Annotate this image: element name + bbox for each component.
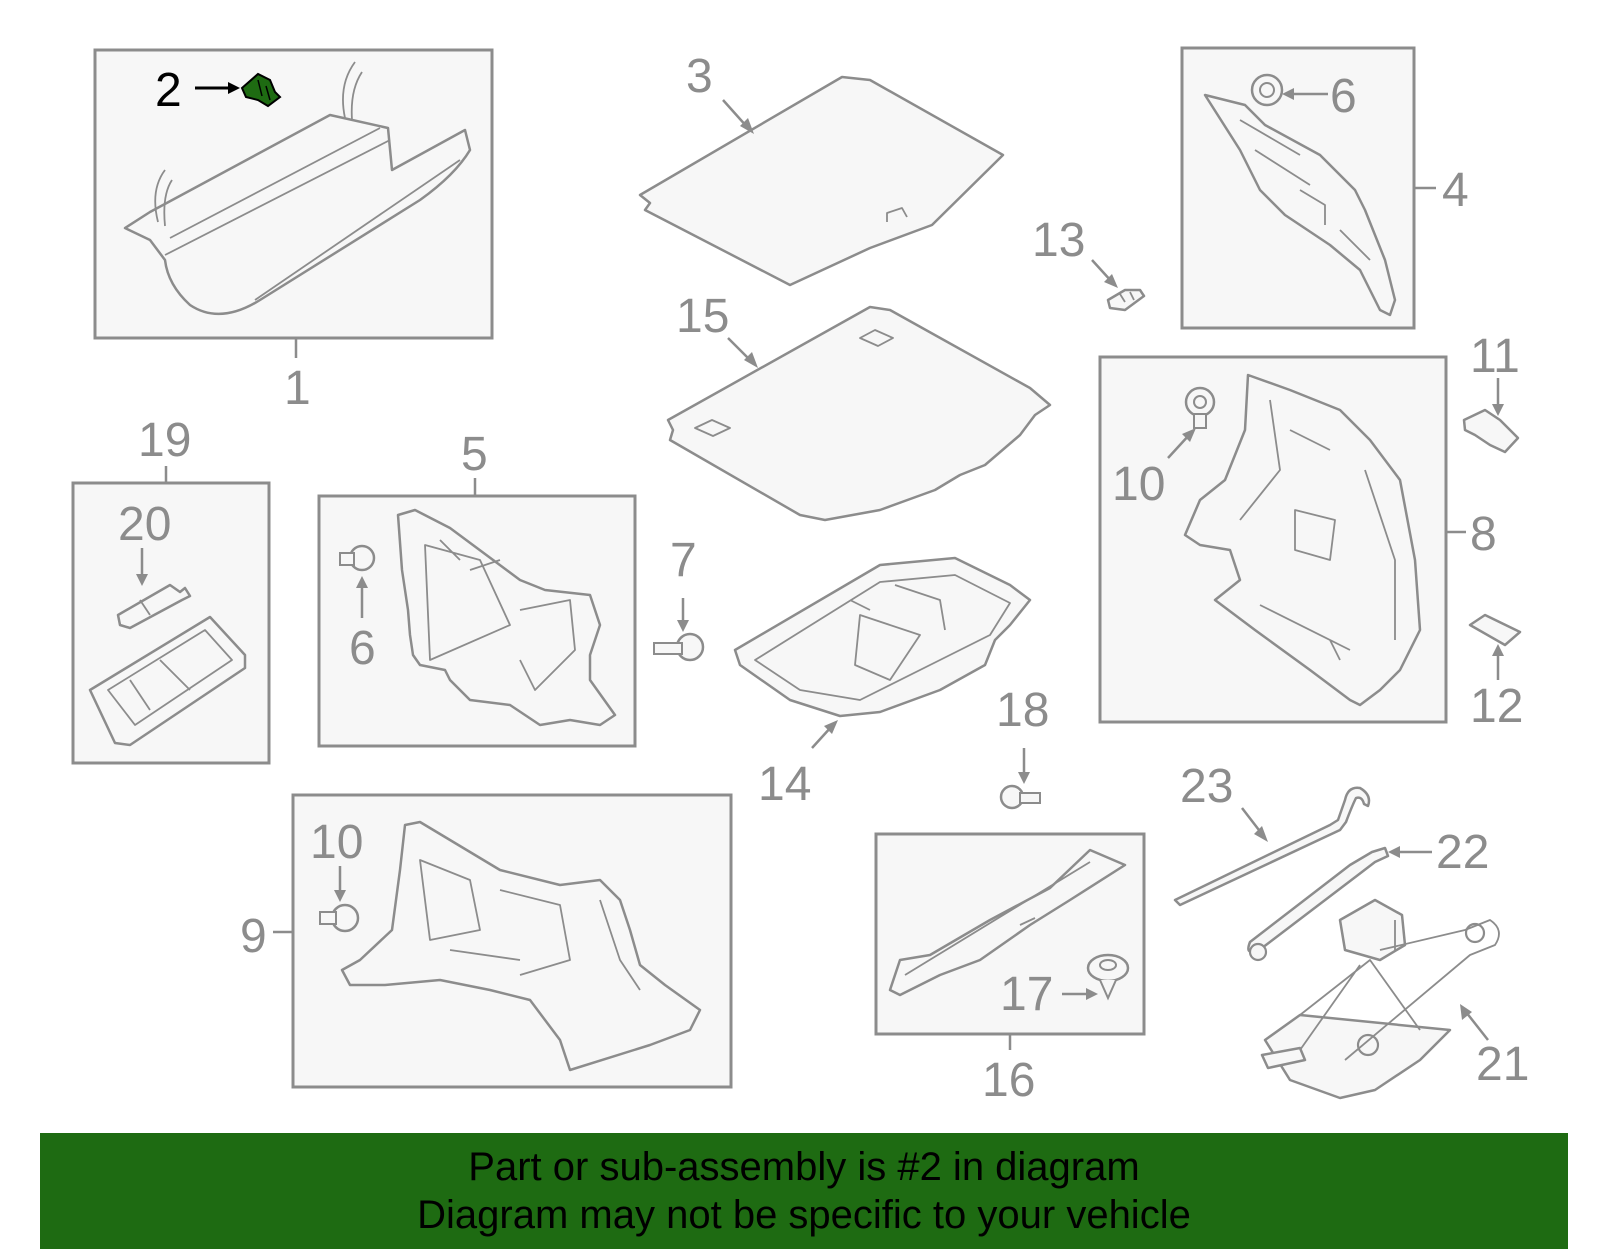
callout-6-mid: 6 (349, 622, 376, 675)
callout-21: 21 (1476, 1038, 1529, 1091)
callout-18: 18 (996, 684, 1049, 737)
callout-2: 2 (155, 64, 182, 117)
callout-5: 5 (461, 428, 488, 481)
info-banner: Part or sub-assembly is #2 in diagram Di… (40, 1133, 1568, 1249)
part-23-jack-handle[interactable] (1173, 786, 1371, 907)
callout-23: 23 (1180, 760, 1233, 813)
part-group-1[interactable] (93, 48, 494, 358)
callout-19: 19 (138, 414, 191, 467)
part-group-16[interactable] (874, 832, 1146, 1050)
callout-4: 4 (1442, 164, 1469, 217)
callout-8: 8 (1470, 508, 1497, 561)
part-14-storage-tray[interactable] (733, 556, 1032, 749)
callout-3: 3 (686, 50, 713, 103)
clip-6-mid (339, 544, 376, 572)
part-3-floor-board[interactable] (638, 75, 1005, 287)
part-13-clip[interactable] (1091, 259, 1146, 312)
part-group-19[interactable] (71, 466, 271, 765)
part-group-8[interactable] (1098, 355, 1466, 724)
callout-15: 15 (676, 290, 729, 343)
bulb-part-20 (116, 583, 192, 630)
callout-1: 1 (284, 362, 311, 415)
callout-6-top: 6 (1330, 70, 1357, 123)
highlighted-clip-part-2[interactable] (240, 72, 282, 108)
part-group-4[interactable] (1180, 46, 1436, 330)
banner-part-note: Part or sub-assembly is #2 in diagram (468, 1145, 1140, 1189)
callout-7: 7 (670, 534, 697, 587)
callout-13: 13 (1032, 214, 1085, 267)
callout-22: 22 (1436, 826, 1489, 879)
callout-11: 11 (1470, 330, 1520, 383)
part-22-lug-wrench[interactable] (1247, 846, 1432, 962)
callout-10-right: 10 (1112, 458, 1165, 511)
part-group-9[interactable] (273, 793, 733, 1089)
callout-17: 17 (1000, 968, 1053, 1021)
part-7-bolt[interactable] (653, 598, 705, 662)
part-18-screw[interactable] (999, 748, 1041, 810)
part-group-5[interactable] (317, 478, 637, 748)
part-12-bracket[interactable] (1468, 613, 1522, 680)
part-11-bracket[interactable] (1462, 378, 1520, 454)
callout-14: 14 (758, 758, 811, 811)
parts-diagram: 2 1 3 15 6 4 13 11 10 8 12 19 20 5 6 7 1… (71, 46, 1529, 1107)
callout-20: 20 (118, 498, 171, 551)
clip-10-left (319, 903, 360, 933)
part-21-scissor-jack[interactable] (1260, 898, 1500, 1100)
banner-disclaimer: Diagram may not be specific to your vehi… (417, 1193, 1191, 1237)
clip-17 (1086, 953, 1130, 1001)
callout-10-left: 10 (310, 816, 363, 869)
part-15-floor-mat[interactable] (666, 305, 1052, 522)
clip-10-right (1184, 386, 1216, 429)
cargo-cover-body (123, 113, 472, 316)
callout-12: 12 (1470, 680, 1523, 733)
clip-6-top (1250, 73, 1284, 107)
callout-16: 16 (982, 1054, 1035, 1107)
callout-9: 9 (240, 910, 267, 963)
